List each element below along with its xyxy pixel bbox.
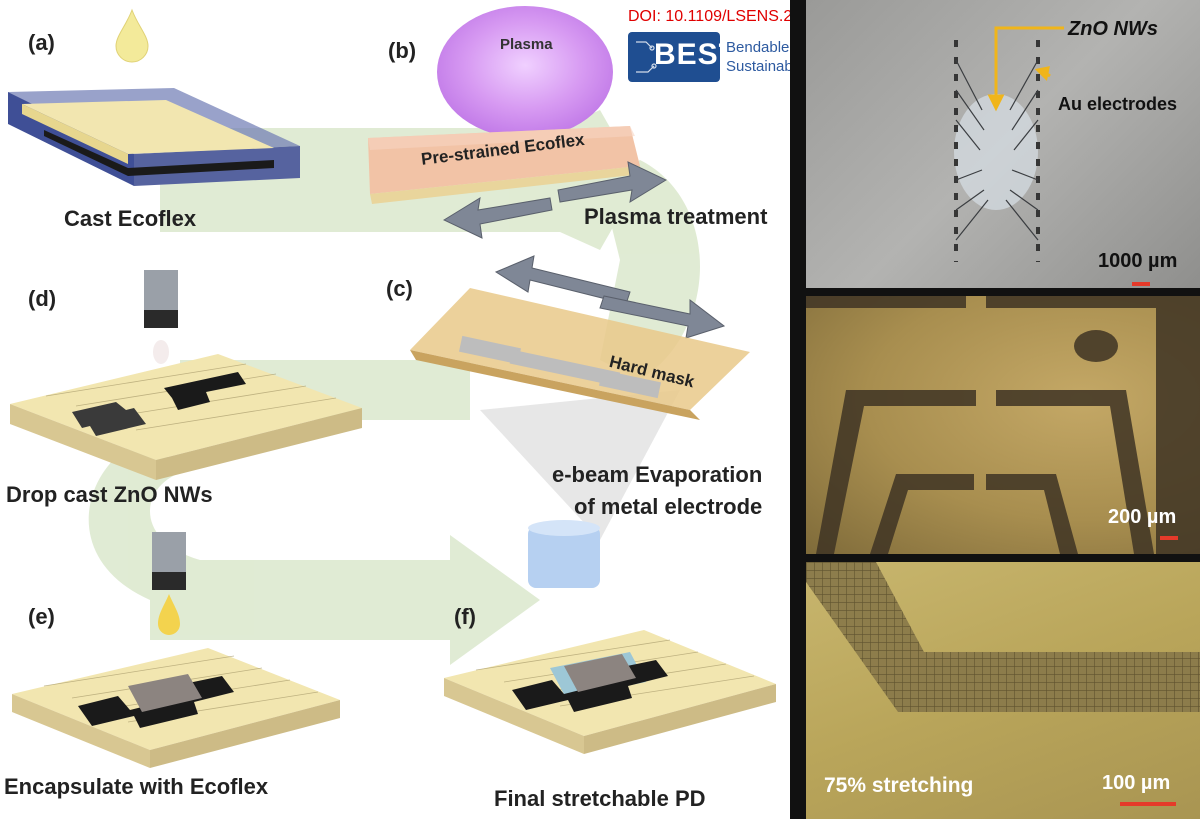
- substrate-e: [12, 648, 340, 768]
- liquid-droplet-icon: [115, 8, 149, 63]
- scale-bar-middle: [1160, 536, 1178, 540]
- final-stretchable-photodetector: [444, 630, 776, 754]
- scale-bar-bottom: [1120, 802, 1176, 806]
- logo-mark-text: BEST: [654, 38, 739, 71]
- micrograph-middle: 200 µm: [806, 296, 1200, 554]
- electrode-array: [954, 26, 1064, 262]
- best-group-logo: [628, 32, 720, 82]
- electrode-pattern-middle: [806, 296, 1200, 554]
- dropper-nozzle-icon: [144, 270, 178, 364]
- panel-c-caption-line2: of metal electrode: [574, 494, 763, 519]
- micrograph-top: ZnO NWs Au electrodes 1000 µm: [806, 0, 1200, 288]
- scale-label-top: 1000 µm: [1098, 250, 1178, 272]
- strain-arrows: [442, 161, 668, 239]
- panel-d-caption: Drop cast ZnO NWs: [6, 482, 213, 507]
- scale-label-bottom: 100 µm: [1102, 772, 1171, 794]
- panel-a-label: (a): [28, 30, 55, 55]
- dropper-nozzle-icon-e: [152, 532, 186, 635]
- pre-strained-ecoflex-sheet: [368, 126, 642, 204]
- au-electrodes-annotation: Au electrodes: [1058, 94, 1178, 114]
- plasma-label: Plasma: [500, 36, 553, 53]
- panel-c-label: (c): [386, 276, 413, 301]
- zno-nws-annotation: ZnO NWs: [1068, 18, 1158, 40]
- panel-d-label: (d): [28, 286, 57, 311]
- ecoflex-mold-tray: [8, 88, 300, 186]
- micrograph-column: ZnO NWs Au electrodes 1000 µm 200 µm: [790, 0, 1200, 819]
- strain-label: 75% stretching: [824, 774, 974, 797]
- panel-e-caption: Encapsulate with Ecoflex: [4, 774, 269, 799]
- scale-bar-top: [1132, 282, 1150, 286]
- panel-b-caption: Plasma treatment: [584, 204, 768, 229]
- panel-c-caption-line1: e-beam Evaporation: [552, 462, 763, 487]
- panel-b-label: (b): [388, 38, 417, 63]
- panel-e-label: (e): [28, 604, 55, 629]
- panel-f-label: (f): [454, 604, 476, 629]
- substrate-d: [10, 354, 362, 480]
- hard-mask-and-evaporation-cone: [410, 288, 750, 588]
- strain-arrows-c: [494, 255, 726, 339]
- stretched-electrode-pattern: [806, 562, 1200, 712]
- panel-f-caption: Final stretchable PD: [494, 786, 706, 811]
- panel-a-caption: Cast Ecoflex: [64, 206, 197, 231]
- micrograph-bottom: 75% stretching 100 µm: [806, 562, 1200, 819]
- scale-label-middle: 200 µm: [1108, 506, 1177, 528]
- plasma-cloud: [437, 6, 613, 138]
